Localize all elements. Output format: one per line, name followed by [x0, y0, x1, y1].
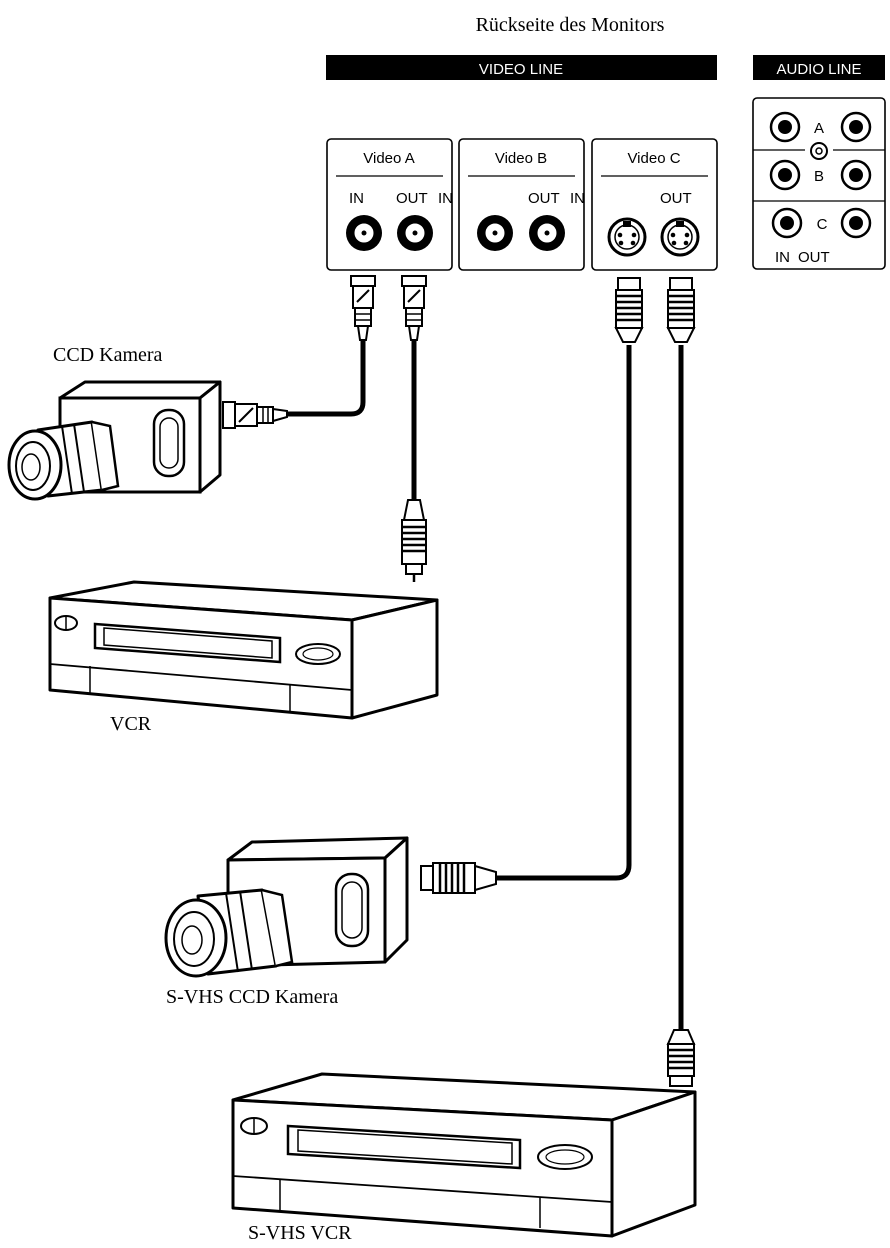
- bnc-plug-video-a-in: [350, 275, 376, 341]
- audio-a-out-jack[interactable]: [840, 111, 872, 143]
- video-c-in-svideo-jack[interactable]: [607, 217, 647, 257]
- video-a-out-label: OUT: [396, 190, 428, 207]
- svhs-vcr-icon: [231, 1072, 697, 1238]
- bnc-plug-ccd-camera: [222, 401, 288, 429]
- audio-panel: A B C IN OUT: [752, 97, 886, 270]
- vcr-label: VCR: [110, 713, 152, 735]
- video-c-panel: Video C OUT: [591, 138, 718, 271]
- audio-b-in-jack[interactable]: [769, 159, 801, 191]
- video-line-label: VIDEO LINE: [479, 61, 563, 78]
- bnc-plug-video-a-out: [401, 275, 427, 341]
- svhs-vcr-label: S-VHS VCR: [248, 1222, 352, 1244]
- video-a-in-label: IN: [349, 190, 364, 207]
- video-a-in-jack[interactable]: [346, 215, 382, 251]
- video-a-panel: Video A IN OUT IN: [326, 138, 453, 271]
- vcr-icon: [48, 580, 439, 720]
- video-c-out-label: OUT: [660, 190, 692, 207]
- video-b-out-jack[interactable]: [529, 215, 565, 251]
- monitor-rear-title: Rückseite des Monitors: [476, 14, 665, 36]
- video-a-out-jack[interactable]: [397, 215, 433, 251]
- ccd-camera-label: CCD Kamera: [53, 344, 163, 366]
- video-line-bar: [326, 55, 717, 80]
- audio-b-out-jack[interactable]: [840, 159, 872, 191]
- audio-c-out-jack[interactable]: [840, 207, 872, 239]
- cable-video-c-in-to-svhs-camera: [496, 345, 632, 881]
- video-b-panel: Video B OUT IN: [458, 138, 585, 271]
- svideo-plug-video-c-in: [614, 276, 644, 344]
- svideo-plug-svhs-camera: [420, 862, 497, 894]
- svhs-camera-label: S-VHS CCD Kamera: [166, 986, 338, 1008]
- audio-row-c-label: C: [817, 216, 828, 233]
- ccd-camera-icon: [7, 380, 222, 501]
- video-c-title: Video C: [627, 150, 680, 167]
- video-b-out-label: OUT: [528, 190, 560, 207]
- svhs-camera-icon: [164, 836, 409, 978]
- cable-ccd-camera-to-video-a-in: [286, 340, 366, 417]
- video-c-out-svideo-jack[interactable]: [660, 217, 700, 257]
- svideo-plug-video-c-out: [666, 276, 696, 344]
- video-b-title: Video B: [495, 150, 547, 167]
- svideo-plug-svhs-vcr: [666, 1029, 696, 1087]
- video-b-in-label-overflow: IN: [570, 190, 585, 207]
- audio-row-a-label: A: [814, 120, 824, 137]
- audio-line-bar: [753, 55, 885, 80]
- rca-plug-vcr: [401, 499, 427, 582]
- audio-line-label: AUDIO LINE: [776, 61, 861, 78]
- video-a-in-label-overflow: IN: [438, 190, 453, 207]
- audio-out-label: OUT: [798, 249, 830, 266]
- audio-in-label: IN: [775, 249, 790, 266]
- video-b-in-jack[interactable]: [477, 215, 513, 251]
- audio-row-b-label: B: [814, 168, 824, 185]
- audio-c-in-jack[interactable]: [771, 207, 803, 239]
- video-a-title: Video A: [363, 150, 414, 167]
- audio-a-in-jack[interactable]: [769, 111, 801, 143]
